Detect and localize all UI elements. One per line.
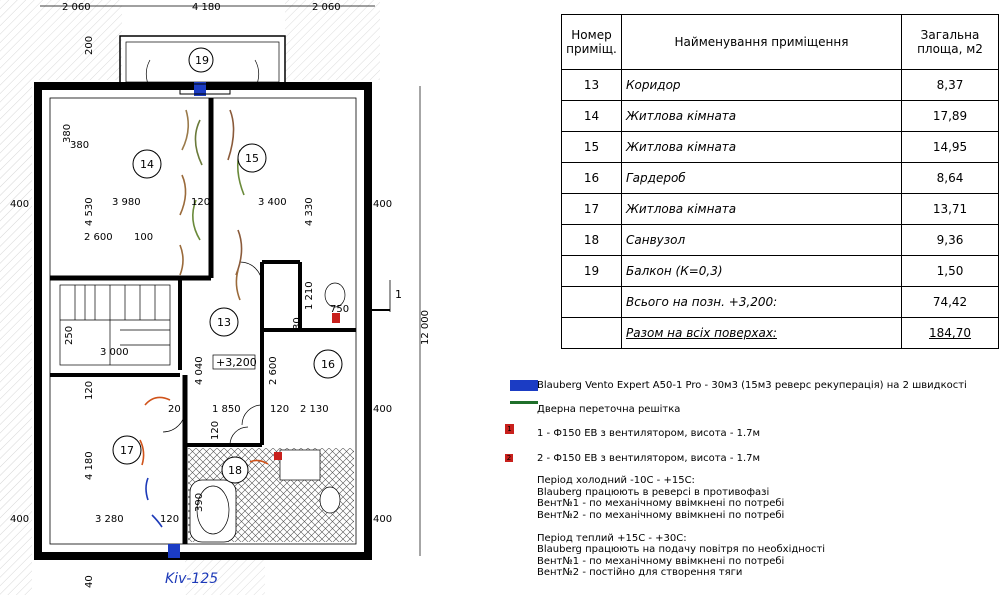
room-16-label: 16 [321,358,335,371]
note-line: Вент№1 - по механічному ввімкнені по пот… [537,555,785,567]
svg-text:12 000: 12 000 [420,310,431,345]
room-18-label: 18 [228,464,242,477]
svg-text:3 280: 3 280 [95,514,124,525]
staircase [59,284,171,366]
note-line: Вент№2 - по механічному ввімкнені по пот… [537,509,785,521]
svg-text:3 000: 3 000 [100,347,129,358]
roof-left [0,0,32,595]
svg-text:4 530: 4 530 [84,197,95,226]
fan1-legend-text: 1 - Ф150 ЕВ з вентилятором, висота - 1.7… [537,428,761,439]
svg-text:2 130: 2 130 [300,404,329,415]
svg-text:20: 20 [168,404,181,415]
svg-text:30: 30 [292,317,303,330]
svg-text:400: 400 [373,404,392,415]
svg-text:400: 400 [373,199,392,210]
svg-text:3 400: 3 400 [258,197,287,208]
svg-text:1 850: 1 850 [212,404,241,415]
floor-plan: 2 060 4 180 2 060 [0,0,431,595]
top-dim-right: 2 060 [312,2,341,13]
note-line: Період холодний -10С - +15С: [537,475,695,486]
svg-text:120: 120 [270,404,289,415]
note-line: Вент№1 - по механічному ввімкнені по пот… [537,498,785,509]
fan2-legend-text: 2 - Ф150 ЕВ з вентилятором, висота - 1.7… [537,453,761,464]
blauberg-legend-swatch [510,380,538,391]
room-13-label: 13 [217,316,231,329]
room-19-label: 19 [195,54,209,67]
note-line: Період теплий +15С - +30С: [537,532,687,544]
blauberg-unit-bottom [168,544,180,558]
header-name: Найменування приміщення [621,14,902,70]
svg-text:4 180: 4 180 [84,451,95,480]
svg-text:750: 750 [330,304,349,315]
blauberg-unit-top [194,82,206,96]
svg-text:2 600: 2 600 [84,232,113,243]
fan-2-marker [274,452,282,460]
svg-text:4 040: 4 040 [194,356,205,385]
fan2-legend-swatch: 2 [505,454,513,462]
note-line: Вент№2 - постійно для створення тяги [537,567,743,578]
note-line: Blauberg працюють на подачу повітря по н… [537,544,826,555]
roof-bottom [185,555,265,595]
svg-text:120: 120 [160,514,179,525]
svg-text:120: 120 [210,421,221,440]
room-14-label: 14 [140,158,154,171]
svg-text:400: 400 [373,514,392,525]
svg-text:200: 200 [84,36,95,55]
svg-text:380: 380 [62,124,73,143]
grille-legend-swatch [510,401,538,404]
svg-text:100: 100 [134,232,153,243]
airflow-arrows [139,109,269,528]
svg-text:2 600: 2 600 [268,356,279,385]
fan1-legend-swatch: 1 [505,424,514,434]
section-mark: 1 [395,288,402,301]
operating-notes: Період холодний -10С - +15С: Blauberg пр… [537,475,825,579]
note-line: Blauberg працюють в реверсі в противофаз… [537,486,770,498]
note-line [537,521,825,533]
svg-text:1 210: 1 210 [304,281,315,310]
svg-text:40: 40 [84,575,95,588]
svg-text:400: 400 [10,514,29,525]
top-dim-mid: 4 180 [192,2,221,13]
table-subtotal-row: Всього на позн. +3,200:74,42 [561,286,999,318]
level-mark: +3,200 [216,356,257,369]
top-dim-left: 2 060 [62,2,91,13]
interior-walls [50,98,356,544]
handwritten-note: Kiv-125 [165,571,218,587]
svg-text:250: 250 [64,326,75,345]
room-17-label: 17 [120,444,134,457]
svg-text:380: 380 [70,140,89,151]
grille-legend-text: Дверна переточна решітка [537,404,681,415]
svg-text:120: 120 [191,197,210,208]
blauberg-legend-text: Blauberg Vento Expert A50-1 Pro - 30м3 (… [537,380,967,391]
svg-text:4 330: 4 330 [304,197,315,226]
roof-top-left [32,0,122,80]
fan-1-marker [332,313,340,323]
svg-text:400: 400 [10,199,29,210]
svg-text:390: 390 [194,493,205,512]
dimensions: 200 380 380 4 530 3 980 120 3 400 4 330 … [10,36,431,588]
roof-top-right [285,0,380,80]
svg-text:3 980: 3 980 [112,197,141,208]
room-15-label: 15 [245,152,259,165]
table-total-row: Разом на всіх поверхах:184,70 [561,317,999,349]
svg-text:120: 120 [84,381,95,400]
room-markers: 19 14 15 13 16 17 18 [112,47,343,484]
